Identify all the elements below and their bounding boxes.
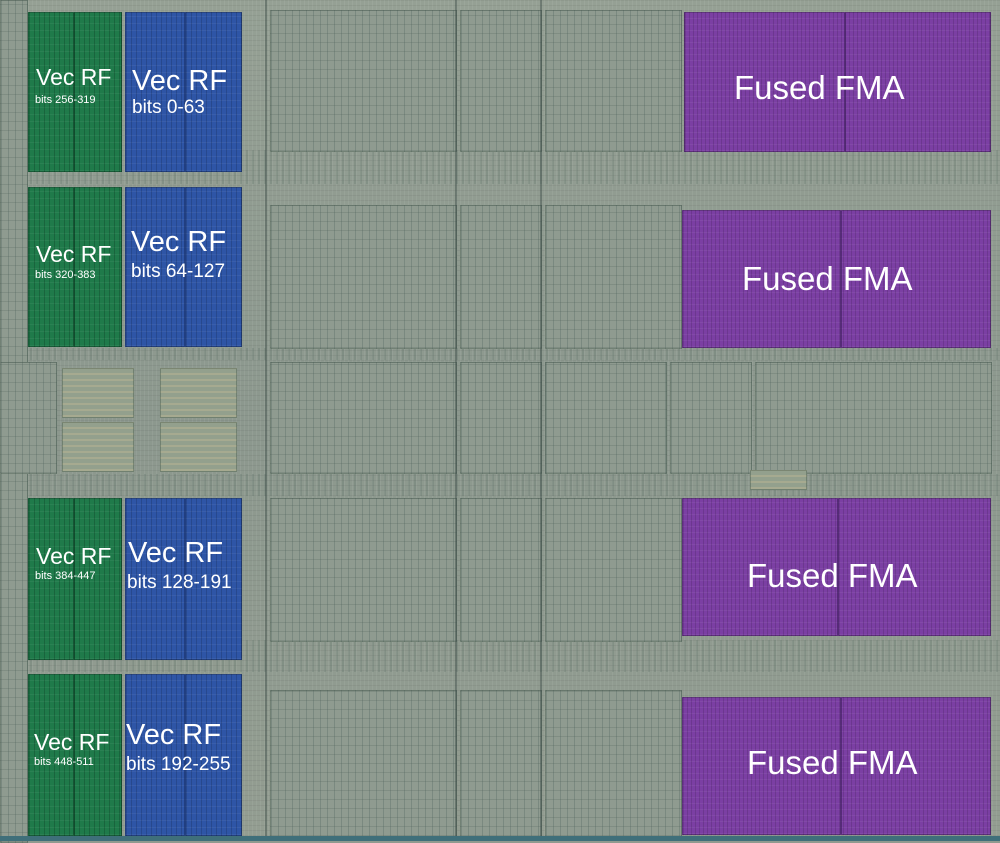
fused-fma-block: Fused FMA: [682, 498, 991, 636]
middle-logic-region: [460, 362, 542, 474]
logic-region: [545, 690, 682, 837]
vec-rf-title: Vec RF: [34, 729, 110, 755]
routing-band: [0, 474, 1000, 496]
vec-rf-bits: bits 0-63: [132, 97, 205, 118]
logic-region: [545, 10, 682, 152]
vec-rf-title: Vec RF: [126, 719, 222, 751]
vec-rf-title: Vec RF: [36, 543, 112, 569]
vec-rf-block: Vec RF bits 64-127: [125, 187, 242, 347]
column-divider: [455, 0, 457, 841]
vec-rf-bits: bits 448-511: [34, 756, 94, 768]
middle-logic-region: [0, 362, 57, 474]
vec-rf-block: Vec RF bits 384-447: [28, 498, 122, 660]
bottom-edge-strip: [0, 836, 1000, 841]
logic-region: [270, 498, 457, 642]
vec-rf-bits: bits 128-191: [127, 572, 232, 593]
column-divider: [265, 0, 267, 841]
routing-band: [0, 348, 1000, 360]
column-divider: [540, 0, 542, 841]
middle-logic-region: [670, 362, 752, 474]
sram-array: [62, 422, 134, 472]
vec-rf-bits: bits 384-447: [35, 570, 96, 582]
vec-rf-bits: bits 192-255: [126, 754, 231, 775]
sram-array: [62, 368, 134, 418]
vec-rf-bits: bits 64-127: [131, 261, 226, 282]
vec-rf-block: Vec RF bits 192-255: [125, 674, 242, 836]
middle-logic-region: [270, 362, 457, 474]
sram-array: [160, 422, 237, 472]
vec-rf-title: Vec RF: [36, 241, 112, 267]
fused-fma-label: Fused FMA: [734, 69, 905, 106]
vec-rf-title: Vec RF: [36, 64, 112, 90]
logic-region: [270, 10, 457, 152]
logic-region: [460, 10, 542, 152]
fused-fma-label: Fused FMA: [747, 744, 918, 781]
vec-rf-bits: bits 256-319: [35, 94, 96, 106]
sram-array: [750, 470, 807, 490]
vec-rf-block: Vec RF bits 448-511: [28, 674, 122, 836]
middle-logic-region: [545, 362, 667, 474]
vec-rf-title: Vec RF: [128, 537, 224, 569]
vec-rf-bits: bits 320-383: [35, 269, 96, 281]
logic-region: [545, 498, 682, 642]
vec-rf-block: Vec RF bits 320-383: [28, 187, 122, 347]
logic-region: [545, 205, 682, 349]
vec-rf-block: Vec RF bits 128-191: [125, 498, 242, 660]
fused-fma-label: Fused FMA: [742, 260, 913, 297]
vec-rf-title: Vec RF: [132, 65, 228, 97]
middle-logic-region: [755, 362, 992, 474]
fused-fma-label: Fused FMA: [747, 557, 918, 594]
fused-fma-block: Fused FMA: [682, 210, 991, 348]
vec-rf-block: Vec RF bits 256-319: [28, 12, 122, 172]
logic-region: [460, 498, 542, 642]
logic-region: [460, 690, 542, 837]
logic-region: [270, 690, 457, 837]
logic-region: [270, 205, 457, 349]
sram-array: [160, 368, 237, 418]
fused-fma-block: Fused FMA: [682, 697, 991, 835]
vec-rf-title: Vec RF: [131, 226, 227, 258]
fused-fma-block: Fused FMA: [684, 12, 991, 152]
vec-rf-block: Vec RF bits 0-63: [125, 12, 242, 172]
logic-region: [460, 205, 542, 349]
